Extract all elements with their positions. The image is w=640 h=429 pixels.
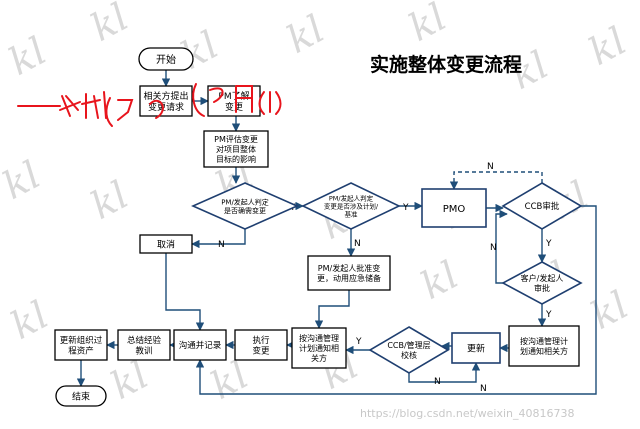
node-pmo: PMO xyxy=(421,188,487,228)
node-label: 开始 xyxy=(156,53,176,66)
connector-label: N xyxy=(434,377,441,387)
node-label: 变更 xyxy=(225,101,243,113)
watermark-glyph: kl xyxy=(204,353,256,408)
connector-label: N xyxy=(490,243,497,253)
node-update: 更新 xyxy=(451,332,501,364)
watermark-glyph: kl xyxy=(414,253,466,308)
ink-stroke xyxy=(81,91,107,119)
ink-stroke xyxy=(235,85,253,113)
node-label: PM评估变更 xyxy=(214,134,258,144)
node-label: 总结经验 xyxy=(127,335,162,346)
connector-client-to-ccb xyxy=(495,209,508,284)
connector-layer: YNYNNYNYYNN xyxy=(76,70,597,395)
watermark-glyph: kl xyxy=(280,7,332,62)
node-label: 客户/发起人 xyxy=(521,273,564,283)
ink-stroke xyxy=(59,95,81,117)
watermark-glyph: kl xyxy=(104,353,156,408)
connector-label: Y xyxy=(545,239,552,249)
node-start: 开始 xyxy=(138,47,194,71)
connector-label: N xyxy=(354,239,361,249)
node-label: PM/发起人判定 xyxy=(221,197,269,206)
node-label: 是否确需变更 xyxy=(224,206,266,215)
watermark-glyph: kl xyxy=(84,0,136,50)
connector-ccb-check-to-update xyxy=(408,362,481,383)
connector-pm-approve-to-notify-a xyxy=(314,290,350,329)
node-label: 按沟通管理计 xyxy=(520,336,568,346)
connector-label: Y xyxy=(402,203,409,213)
watermark-glyph: kl xyxy=(584,283,636,338)
node-label: 变更 xyxy=(252,346,270,357)
node-end: 结束 xyxy=(55,385,107,407)
connector-label: N xyxy=(480,384,487,394)
connector-label: N xyxy=(487,162,494,172)
node-label: 变更是否涉及计划/ xyxy=(324,201,379,210)
node-label: PM/发起人判定 xyxy=(329,193,374,202)
ink-stroke xyxy=(105,97,113,127)
watermark-glyph: kl xyxy=(402,0,454,50)
watermark-glyph: kl xyxy=(84,173,136,228)
node-label: 执行 xyxy=(252,335,270,346)
connector-label: N xyxy=(218,240,225,250)
node-label: 目标的影响 xyxy=(216,154,256,164)
node-cancel: 取消 xyxy=(139,234,193,254)
node-label: 变更请求 xyxy=(148,101,184,113)
ink-stroke xyxy=(258,91,265,115)
ink-stroke xyxy=(192,83,205,117)
node-label: 审批 xyxy=(534,283,550,293)
node-layer: 开始相关方提出变更请求PM了解变更PM评估变更对项目整体目标的影响PM/发起人判… xyxy=(54,47,583,407)
watermark-glyph: kl xyxy=(4,293,56,348)
node-label: CCB审批 xyxy=(525,201,560,212)
node-label: 相关方提出 xyxy=(143,90,188,102)
watermark-glyph: kl xyxy=(2,29,54,84)
node-label: 对项目整体 xyxy=(216,144,256,154)
node-label: 更，动用应急储备 xyxy=(317,273,381,283)
diagram-title: 实施整体变更流程 xyxy=(370,53,522,76)
node-label: PM/发起人批准变 xyxy=(318,263,380,273)
connector-label: Y xyxy=(545,310,552,320)
node-ccb: CCB审批 xyxy=(501,182,583,230)
connector-label: Y xyxy=(355,337,362,347)
ink-stroke xyxy=(209,87,224,103)
node-label: 取消 xyxy=(157,238,175,250)
watermark-url: https://blog.csdn.net/weixin_40816738 xyxy=(360,407,575,420)
connector-ccb-to-comm-rec xyxy=(195,205,597,395)
handwriting-annotation xyxy=(17,83,282,127)
watermark-glyph: kl xyxy=(0,153,47,208)
watermark-glyph: kl xyxy=(582,19,634,74)
node-label: 更新 xyxy=(467,342,485,354)
node-label: 更新组织过 xyxy=(60,335,103,346)
node-label: 计划通知相 xyxy=(299,343,339,353)
ink-stroke xyxy=(275,91,282,115)
ink-stroke xyxy=(117,99,134,121)
node-label: 关方 xyxy=(311,353,327,363)
node-label: 按沟通管理 xyxy=(299,333,339,343)
node-comm-rec: 沟通并记录 xyxy=(173,329,227,361)
node-label: CCB/管理层 xyxy=(387,340,430,350)
connector-cancel-to-comm-rec xyxy=(165,253,205,331)
node-label: 沟通并记录 xyxy=(179,340,222,351)
node-label: 划通知相关方 xyxy=(520,346,568,356)
connector-d-need-to-cancel xyxy=(191,229,246,249)
node-label: 校核 xyxy=(401,350,417,360)
ink-stroke xyxy=(149,99,164,119)
node-label: 结束 xyxy=(72,390,90,402)
connector-ccb-to-pmo xyxy=(449,171,543,190)
node-label: 基准 xyxy=(345,210,359,219)
node-label: 程资产 xyxy=(68,346,94,357)
node-label: PMO xyxy=(443,204,466,215)
node-label: 教训 xyxy=(135,346,152,357)
